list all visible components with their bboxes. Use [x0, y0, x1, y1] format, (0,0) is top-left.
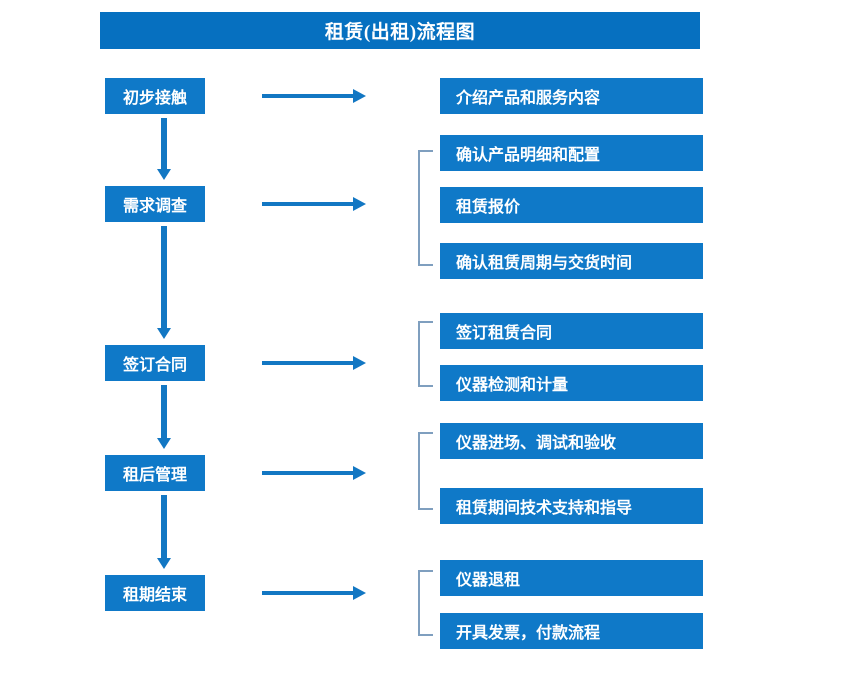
right-arrow-icon-5	[262, 586, 366, 600]
arrow-head	[353, 197, 366, 211]
arrow-head	[353, 89, 366, 103]
group-bracket-2	[418, 150, 433, 266]
page-title: 租赁(出租)流程图	[100, 12, 700, 49]
stage-box-4[interactable]: 租后管理	[105, 455, 205, 491]
group-bracket-3	[418, 321, 433, 387]
detail-box-3-2[interactable]: 仪器检测和计量	[440, 365, 703, 401]
arrow-shaft	[262, 361, 354, 365]
right-arrow-icon-1	[262, 89, 366, 103]
arrow-shaft	[161, 495, 167, 558]
right-arrow-icon-4	[262, 466, 366, 480]
arrow-shaft	[161, 118, 167, 169]
detail-box-2-2[interactable]: 租赁报价	[440, 187, 703, 223]
arrow-head	[353, 356, 366, 370]
detail-box-4-2[interactable]: 租赁期间技术支持和指导	[440, 488, 703, 524]
arrow-head	[157, 438, 171, 449]
down-arrow-icon-3	[157, 385, 171, 449]
detail-box-5-2[interactable]: 开具发票，付款流程	[440, 613, 703, 649]
arrow-head	[157, 328, 171, 339]
detail-box-4-1[interactable]: 仪器进场、调试和验收	[440, 423, 703, 459]
arrow-head	[353, 466, 366, 480]
stage-box-1[interactable]: 初步接触	[105, 78, 205, 114]
down-arrow-icon-1	[157, 118, 171, 180]
down-arrow-icon-4	[157, 495, 171, 569]
arrow-shaft	[262, 202, 354, 206]
arrow-head	[157, 169, 171, 180]
right-arrow-icon-3	[262, 356, 366, 370]
detail-box-3-1[interactable]: 签订租赁合同	[440, 313, 703, 349]
arrow-shaft	[161, 226, 167, 328]
arrow-shaft	[262, 471, 354, 475]
detail-box-5-1[interactable]: 仪器退租	[440, 560, 703, 596]
right-arrow-icon-2	[262, 197, 366, 211]
detail-box-2-1[interactable]: 确认产品明细和配置	[440, 135, 703, 171]
arrow-shaft	[161, 385, 167, 438]
detail-box-2-3[interactable]: 确认租赁周期与交货时间	[440, 243, 703, 279]
stage-box-2[interactable]: 需求调查	[105, 186, 205, 222]
stage-box-5[interactable]: 租期结束	[105, 575, 205, 611]
arrow-shaft	[262, 94, 354, 98]
down-arrow-icon-2	[157, 226, 171, 339]
arrow-head	[353, 586, 366, 600]
arrow-shaft	[262, 591, 354, 595]
arrow-head	[157, 558, 171, 569]
group-bracket-5	[418, 570, 433, 636]
group-bracket-4	[418, 432, 433, 510]
detail-box-1-1[interactable]: 介绍产品和服务内容	[440, 78, 703, 114]
stage-box-3[interactable]: 签订合同	[105, 345, 205, 381]
